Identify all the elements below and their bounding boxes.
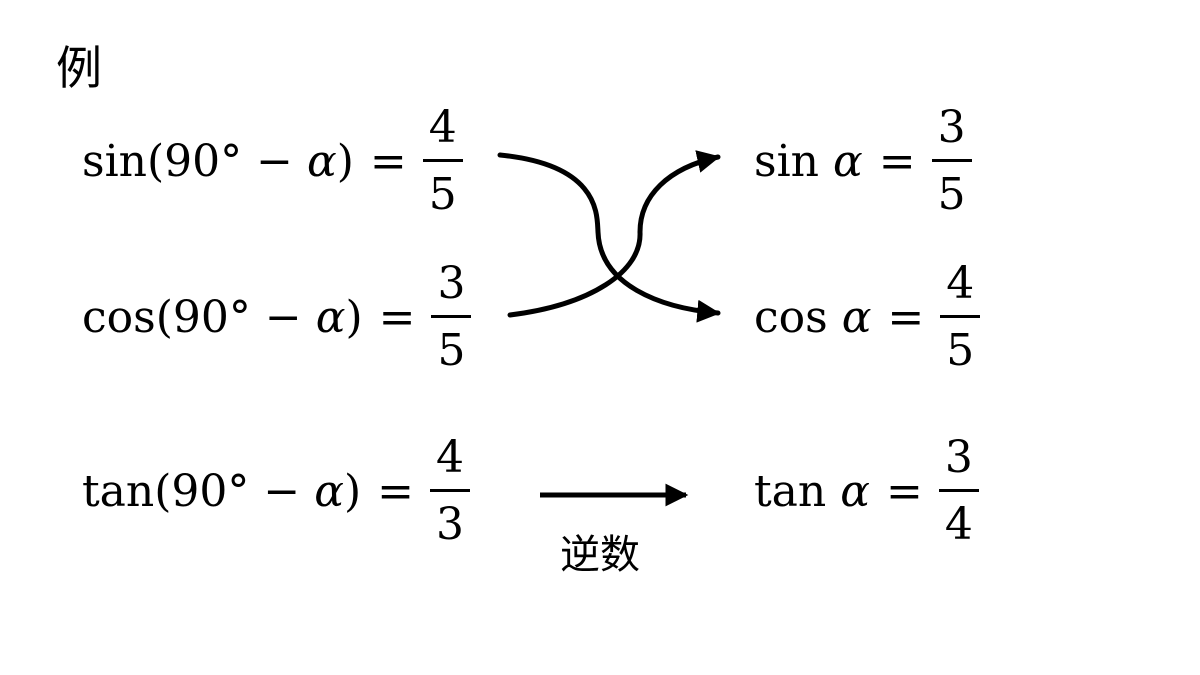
eq-sin-complement-fraction: 4 5 [422,102,463,220]
numerator: 3 [937,102,966,153]
eq-tan-alpha-fraction: 3 4 [938,432,979,550]
numerator: 3 [437,258,466,309]
eq-sin-alpha-fraction: 3 5 [931,102,972,220]
eq-tan-complement-var: α [314,465,344,517]
eq-tan-complement-close: ) [343,465,362,517]
numerator: 4 [428,102,457,153]
eq-cos-complement: cos(90° − α) = 3 5 [82,258,472,376]
eq-cos-complement-lhs: cos(90° − α) [82,295,363,340]
denominator: 5 [937,169,966,220]
denominator: 3 [436,499,465,550]
numerator: 4 [946,258,975,309]
eq-tan-complement-lhs: tan(90° − α) [82,469,361,514]
numerator: 4 [436,432,465,483]
fraction-bar [940,315,981,318]
eq-cos-alpha-fn: cos [754,291,842,343]
arrow-cos-to-sin [507,150,721,318]
denominator: 5 [946,325,975,376]
example-label: 例 [56,41,102,95]
eq-sin-alpha-lhs: sin α [754,139,863,184]
eq-cos-alpha: cos α = 4 5 [754,258,981,376]
fraction-bar [938,489,979,492]
reciprocal-label: 逆数 [560,532,640,578]
eq-tan-alpha-fn: tan [754,465,841,517]
eq-tan-complement-fn: tan(90° − [82,465,315,517]
eq-cos-complement-fn: cos(90° − [82,291,316,343]
arrow-sin-to-cos [497,152,721,323]
eq-cos-complement-close: ) [345,291,363,343]
eq-sin-alpha-var: α [832,135,863,187]
eq-tan-complement-fraction: 4 3 [430,432,471,550]
denominator: 4 [944,499,973,550]
equals-sign: = [369,135,407,187]
eq-cos-alpha-fraction: 4 5 [940,258,981,376]
eq-sin-complement-lhs: sin(90° − α) [82,139,354,184]
fraction-bar [431,315,472,318]
denominator: 5 [428,169,457,220]
equals-sign: = [885,465,923,517]
eq-tan-alpha-lhs: tan α [754,469,870,514]
eq-sin-complement-close: ) [336,135,354,187]
eq-sin-complement-var: α [306,135,337,187]
eq-cos-complement-fraction: 3 5 [431,258,472,376]
eq-sin-alpha: sin α = 3 5 [754,106,972,217]
eq-tan-alpha: tan α = 3 4 [754,436,979,547]
eq-tan-complement: tan(90° − α) = 4 3 [82,432,471,550]
eq-sin-complement-fn: sin(90° − [82,135,307,187]
eq-sin-complement: sin(90° − α) = 4 5 [82,106,463,217]
equals-sign: = [378,291,416,343]
fraction-bar [422,159,463,162]
eq-cos-alpha-lhs: cos α [754,295,871,340]
eq-cos-complement-var: α [315,291,346,343]
eq-tan-alpha-var: α [840,465,870,517]
equals-sign: = [887,291,925,343]
fraction-bar [931,159,972,162]
numerator: 3 [944,432,973,483]
equals-sign: = [377,465,415,517]
equals-sign: = [878,135,916,187]
denominator: 5 [437,325,466,376]
eq-cos-alpha-var: α [841,291,872,343]
eq-sin-alpha-fn: sin [754,135,833,187]
fraction-bar [430,489,471,492]
